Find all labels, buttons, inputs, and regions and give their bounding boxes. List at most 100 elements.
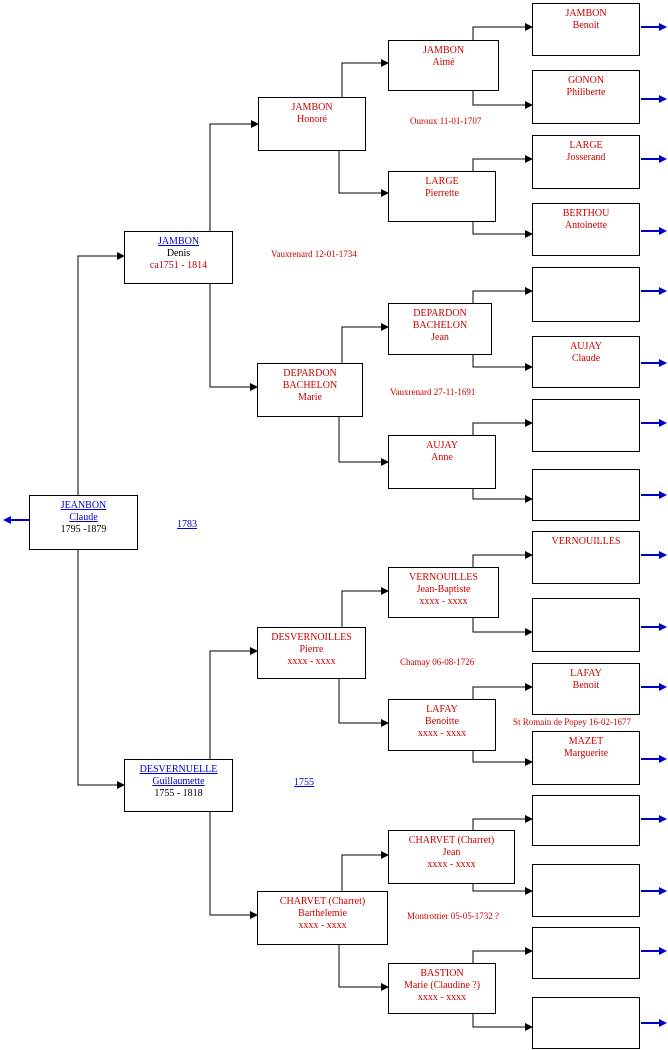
person-firstname: Aimé <box>432 57 455 68</box>
person-firstname: Barthelemie <box>298 908 347 919</box>
person-box-gen5: AUJAY Claude <box>532 336 640 388</box>
person-surname: CHARVET (Charret) <box>408 835 495 846</box>
arrow-right-icon[interactable] <box>641 23 667 31</box>
arrow-right-icon[interactable] <box>641 623 667 631</box>
person-box-gen4: AUJAY Anne <box>388 435 496 489</box>
person-surname: MAZET <box>568 736 604 747</box>
person-surname-2: BACHELON <box>282 380 338 391</box>
person-box-gen5: BERTHOU Antoinette <box>532 203 640 256</box>
person-box-gen5: JAMBON Benoit <box>532 3 640 56</box>
person-surname: CHARVET (Charret) <box>279 896 366 907</box>
person-surname: VERNOUILLES <box>409 572 478 583</box>
person-box-gen3: DESVERNOILLES Pierre xxxx - xxxx <box>257 627 366 679</box>
person-firstname-link[interactable]: Guillaumette <box>152 776 205 787</box>
person-firstname: Benoitte <box>425 716 459 727</box>
person-firstname: Marie <box>298 392 322 403</box>
person-dates: xxxx - xxxx <box>419 596 468 607</box>
person-box-empty <box>532 469 640 521</box>
arrow-right-icon[interactable] <box>641 683 667 691</box>
person-firstname: Pierrette <box>425 188 459 199</box>
arrow-right-icon[interactable] <box>641 155 667 163</box>
person-firstname: Jean <box>442 847 461 858</box>
person-surname: JAMBON <box>565 8 607 19</box>
person-surname: GONON <box>567 75 605 86</box>
person-box-empty <box>532 598 640 652</box>
person-firstname: Marguerite <box>563 748 609 759</box>
person-surname: BASTION <box>420 968 464 979</box>
marriage-date-link[interactable]: 1783 <box>177 519 197 530</box>
person-box-mother: DESVERNUELLE Guillaumette 1755 - 1818 <box>124 759 233 812</box>
person-surname: LARGE <box>569 140 603 151</box>
person-box-gen4: DEPARDON BACHELON Jean <box>388 303 492 355</box>
person-dates: xxxx - xxxx <box>427 859 476 870</box>
person-box-empty <box>532 399 640 452</box>
person-box-father: JAMBON Denis ca1751 - 1814 <box>124 231 233 284</box>
arrow-right-icon[interactable] <box>641 1019 667 1027</box>
person-firstname: Jean-Baptiste <box>416 584 471 595</box>
person-dates: xxxx - xxxx <box>287 656 336 667</box>
person-firstname: Denis <box>166 248 191 259</box>
person-box-gen3: CHARVET (Charret) Barthelemie xxxx - xxx… <box>257 891 388 945</box>
person-box-gen4: CHARVET (Charret) Jean xxxx - xxxx <box>388 830 515 884</box>
person-surname: DEPARDON <box>283 368 337 379</box>
arrow-right-icon[interactable] <box>641 551 667 559</box>
person-surname: JAMBON <box>422 45 465 56</box>
marriage-note: Vauxrenard 27-11-1691 <box>390 387 476 397</box>
person-surname: LAFAY <box>426 704 458 715</box>
arrow-right-icon[interactable] <box>641 815 667 823</box>
person-surname: JAMBON <box>291 102 333 113</box>
marriage-note: Ouroux 11-01-1707 <box>410 116 482 126</box>
person-surname-2: BACHELON <box>412 320 468 331</box>
arrow-right-icon[interactable] <box>641 947 667 955</box>
person-surname: DEPARDON <box>413 308 467 319</box>
person-surname-link[interactable]: JEANBON <box>60 500 107 511</box>
arrow-right-icon[interactable] <box>641 227 667 235</box>
person-box-empty <box>532 795 640 846</box>
arrow-left-icon[interactable] <box>3 516 29 524</box>
arrow-right-icon[interactable] <box>641 287 667 295</box>
marriage-date-link[interactable]: 1755 <box>294 777 314 788</box>
person-box-gen4: VERNOUILLES Jean-Baptiste xxxx - xxxx <box>388 567 499 618</box>
marriage-note: Montrottier 05-05-1732 ? <box>407 911 499 921</box>
person-surname-link[interactable]: DESVERNUELLE <box>139 764 218 775</box>
person-box-root: JEANBON Claude 1795 -1879 <box>29 495 138 550</box>
person-box-empty <box>532 267 640 322</box>
person-firstname: Marie (Claudine ?) <box>403 980 481 991</box>
person-box-gen5: MAZET Marguerite <box>532 731 640 785</box>
person-firstname: Josserand <box>566 152 606 163</box>
person-box-empty <box>532 997 640 1049</box>
arrow-right-icon[interactable] <box>641 887 667 895</box>
arrow-right-icon[interactable] <box>641 755 667 763</box>
person-firstname: Honoré <box>297 114 327 125</box>
person-box-empty <box>532 927 640 979</box>
person-dates: xxxx - xxxx <box>417 728 467 739</box>
arrow-right-icon[interactable] <box>641 95 667 103</box>
person-box-gen4: BASTION Marie (Claudine ?) xxxx - xxxx <box>388 963 496 1014</box>
person-firstname: Pierre <box>299 644 324 655</box>
arrow-right-icon[interactable] <box>641 359 667 367</box>
person-surname: LAFAY <box>570 668 602 679</box>
marriage-note: Chamay 06-08-1726 <box>400 657 475 667</box>
person-box-gen3: JAMBON Honoré <box>258 97 366 151</box>
person-surname-link[interactable]: JAMBON <box>157 236 200 247</box>
person-surname: BERTHOU <box>562 208 610 219</box>
person-firstname: Jean <box>431 332 449 343</box>
person-firstname-link[interactable]: Claude <box>69 512 98 523</box>
person-dates: ca1751 - 1814 <box>149 260 208 271</box>
person-dates: 1795 -1879 <box>60 524 107 535</box>
person-firstname: Benoit <box>572 20 600 31</box>
person-box-gen5: GONON Philiberte <box>532 70 640 124</box>
person-surname: DESVERNOILLES <box>271 632 352 643</box>
arrow-right-icon[interactable] <box>641 491 667 499</box>
marriage-note: Vauxrenard 12-01-1734 <box>271 249 357 259</box>
person-firstname: Anne <box>431 452 453 463</box>
person-surname: LARGE <box>425 176 459 187</box>
person-firstname: Antoinette <box>564 220 608 231</box>
person-box-gen5: VERNOUILLES <box>532 531 640 584</box>
person-box-gen4: LARGE Pierrette <box>388 171 496 222</box>
person-box-gen5: LARGE Josserand <box>532 135 640 189</box>
person-firstname: Benoit <box>572 680 600 691</box>
person-box-empty <box>532 864 640 917</box>
arrow-right-icon[interactable] <box>641 419 667 427</box>
